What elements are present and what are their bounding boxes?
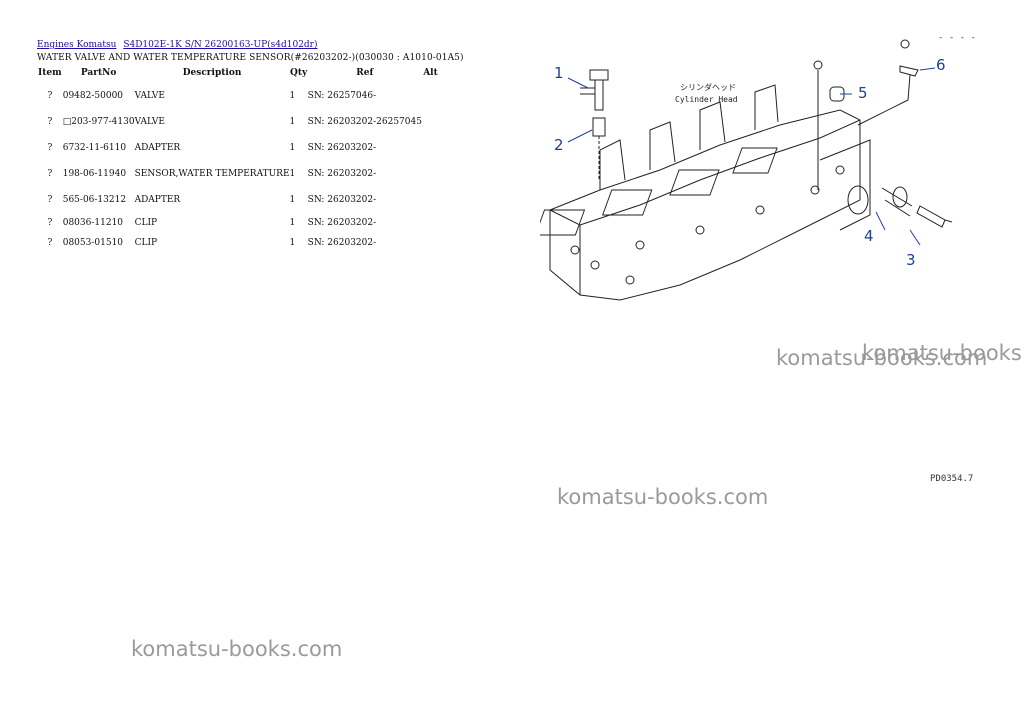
header-description: Description — [182, 68, 242, 78]
cell-qty: 1 — [289, 169, 296, 179]
watermark: komatsu-books.com — [131, 637, 343, 661]
cell-alt — [422, 135, 439, 161]
cell-qty: 1 — [289, 218, 296, 228]
cell-ref: SN: 26203202- — [307, 195, 377, 205]
parts-table: Item PartNo Description Qty Ref Alt ? 09… — [37, 66, 439, 253]
table-row: ? 565-06-13212 ADAPTER 1 SN: 26203202- — [37, 187, 439, 213]
header-item: Item — [38, 68, 62, 78]
watermark: komatsu-books.com — [776, 346, 988, 370]
breadcrumb-link-model[interactable]: S4D102E-1K S/N 26200163-UP(s4d102dr) — [123, 40, 318, 50]
cell-item: ? — [47, 218, 53, 228]
section-title: WATER VALVE AND WATER TEMPERATURE SENSOR… — [37, 53, 464, 63]
cell-partno: 09482-50000 — [62, 91, 124, 101]
header-qty: Qty — [289, 68, 308, 78]
table-row: ? 08036-11210 CLIP 1 SN: 26203202- — [37, 213, 439, 233]
cell-partno: 198-06-11940 — [62, 169, 127, 179]
header-ref: Ref — [356, 68, 374, 78]
cell-qty: 1 — [289, 238, 296, 248]
cell-partno: 08053-01510 — [62, 238, 124, 248]
cell-description: CLIP — [134, 238, 158, 248]
cell-ref: SN: 26203202- — [307, 169, 377, 179]
cylinder-head-diagram: 1 2 3 4 5 6 シリンダヘッド Cylinder Head — [540, 39, 953, 301]
cell-ref: SN: 26257046- — [307, 91, 377, 101]
part-sensor-drawing — [881, 186, 953, 228]
cell-ref: SN: 26203202-26257045 — [307, 117, 422, 127]
cell-item: ? — [47, 91, 53, 101]
callout-4: 4 — [864, 227, 874, 245]
cell-item: ? — [47, 238, 53, 248]
breadcrumb-link-engines[interactable]: Engines Komatsu — [37, 40, 117, 50]
cell-alt — [422, 109, 439, 135]
part-adapter-drawing — [592, 117, 606, 180]
cell-description: VALVE — [134, 91, 165, 101]
table-row: ? 6732-11-6110 ADAPTER 1 SN: 26203202- — [37, 135, 439, 161]
cell-qty: 1 — [289, 91, 296, 101]
callout-leaders — [567, 67, 936, 246]
cell-qty: 1 — [289, 195, 296, 205]
callout-5: 5 — [858, 84, 868, 102]
cell-alt — [422, 161, 439, 187]
corner-marks: - - - - — [938, 33, 976, 43]
part-valve-drawing — [580, 69, 609, 111]
cell-alt — [422, 213, 439, 233]
header-alt: Alt — [423, 68, 438, 78]
cell-description: VALVE — [134, 117, 165, 127]
label-cylinder-head-jp: シリンダヘッド — [680, 82, 736, 92]
part-clip-2-drawing — [857, 39, 919, 126]
cell-alt — [422, 233, 439, 253]
cell-qty: 1 — [289, 143, 296, 153]
cell-partno: 6732-11-6110 — [62, 143, 127, 153]
cell-partno: □203-977-4130 — [62, 117, 135, 127]
cell-item: ? — [47, 117, 53, 127]
watermark: komatsu-books.com — [557, 485, 769, 509]
cell-item: ? — [47, 169, 53, 179]
callout-3: 3 — [906, 251, 916, 269]
table-row: ? 08053-01510 CLIP 1 SN: 26203202- — [37, 233, 439, 253]
header-partno: PartNo — [80, 68, 117, 78]
cell-description: SENSOR,WATER TEMPERATURE — [134, 169, 290, 179]
cell-description: ADAPTER — [134, 195, 181, 205]
cell-partno: 08036-11210 — [62, 218, 124, 228]
cell-ref: SN: 26203202- — [307, 218, 377, 228]
cylinder-head-drawing — [540, 84, 871, 301]
table-row: ? □203-977-4130 VALVE 1 SN: 26203202-262… — [37, 109, 439, 135]
cell-description: CLIP — [134, 218, 158, 228]
part-clip-drawing — [813, 60, 845, 190]
table-header-row: Item PartNo Description Qty Ref Alt — [37, 66, 439, 83]
cell-item: ? — [47, 195, 53, 205]
cell-qty: 1 — [289, 117, 296, 127]
callout-6: 6 — [936, 56, 946, 74]
table-row: ? 09482-50000 VALVE 1 SN: 26257046- — [37, 83, 439, 109]
callouts: 1 2 3 4 5 6 — [554, 56, 946, 269]
cell-description: ADAPTER — [134, 143, 181, 153]
cell-item: ? — [47, 143, 53, 153]
table-row: ? 198-06-11940 SENSOR,WATER TEMPERATURE … — [37, 161, 439, 187]
cell-alt — [422, 83, 439, 109]
drawing-code: PD0354.7 — [930, 474, 974, 484]
breadcrumb: Engines Komatsu S4D102E-1K S/N 26200163-… — [37, 40, 322, 50]
cell-alt — [422, 187, 439, 213]
watermark: komatsu-books — [862, 341, 1022, 365]
label-cylinder-head: Cylinder Head — [675, 95, 738, 104]
callout-2: 2 — [554, 136, 564, 154]
cell-ref: SN: 26203202- — [307, 143, 377, 153]
cell-partno: 565-06-13212 — [62, 195, 127, 205]
callout-1: 1 — [554, 64, 564, 82]
cell-ref: SN: 26203202- — [307, 238, 377, 248]
